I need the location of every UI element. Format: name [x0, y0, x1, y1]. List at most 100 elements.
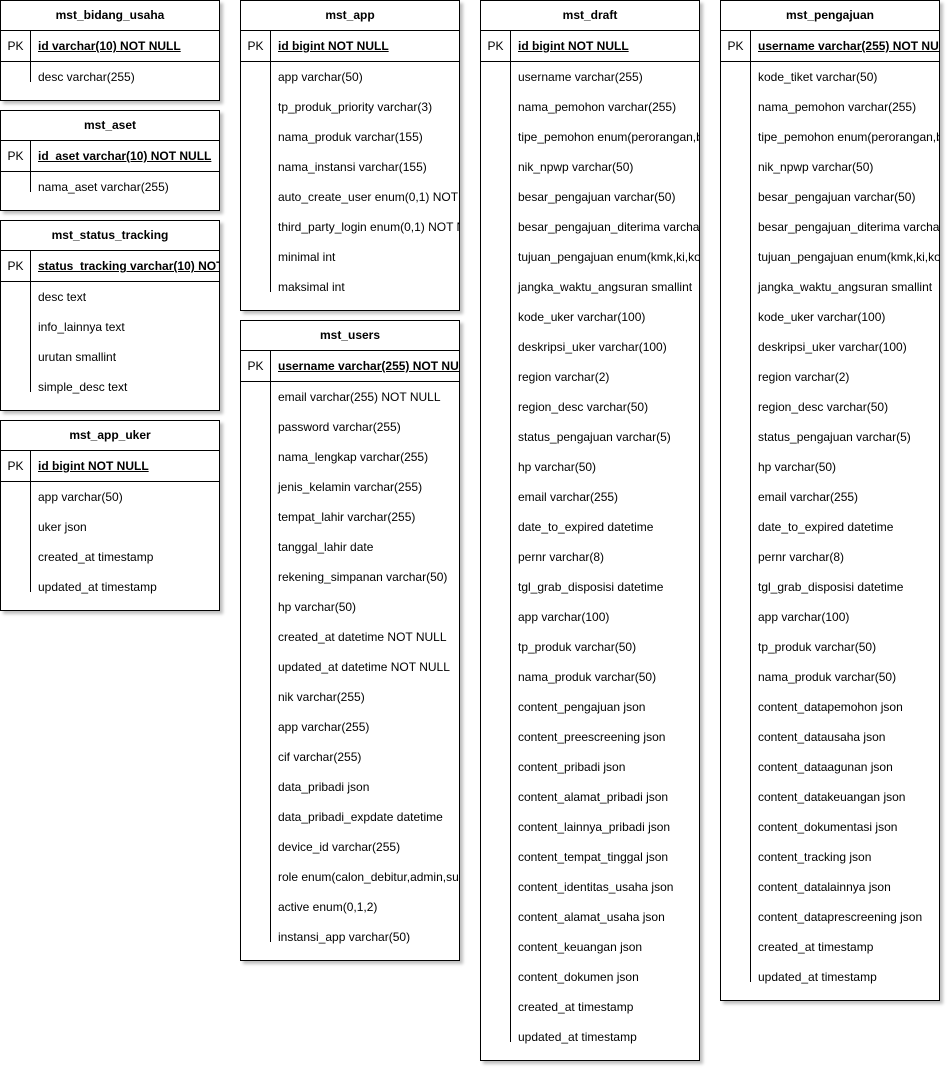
field-list: kode_tiket varchar(50) nama_pemohon varc… [721, 62, 939, 992]
table-mst-pengajuan[interactable]: mst_pengajuan PK username varchar(255) N… [720, 0, 940, 1001]
table-mst-app-uker[interactable]: mst_app_uker PK id bigint NOT NULL app v… [0, 420, 220, 611]
pk-field: status_tracking varchar(10) NOT NULL [38, 259, 219, 273]
pk-field: id bigint NOT NULL [278, 39, 389, 53]
table-title: mst_draft [481, 1, 699, 31]
field: besar_pengajuan_diterima varchar(50) [518, 220, 700, 234]
field: kode_uker varchar(100) [758, 310, 886, 324]
table-title: mst_bidang_usaha [1, 1, 219, 31]
field: nik varchar(255) [278, 690, 365, 704]
field: active enum(0,1,2) [278, 900, 378, 914]
field: region_desc varchar(50) [758, 400, 889, 414]
table-title: mst_app [241, 1, 459, 31]
field: status_pengajuan varchar(5) [518, 430, 671, 444]
field: updated_at timestamp [38, 580, 157, 594]
field: kode_tiket varchar(50) [758, 70, 878, 84]
field: desc varchar(255) [38, 70, 135, 84]
pk-row: PK status_tracking varchar(10) NOT NULL [1, 251, 219, 282]
field: nik_npwp varchar(50) [758, 160, 874, 174]
field: besar_pengajuan varchar(50) [758, 190, 916, 204]
field-list: app varchar(50) uker json created_at tim… [1, 482, 219, 602]
field: content_lainnya_pribadi json [518, 820, 671, 834]
field: maksimal int [278, 280, 345, 294]
field: created_at timestamp [758, 940, 874, 954]
field: tempat_lahir varchar(255) [278, 510, 416, 524]
field: data_pribadi_expdate datetime [278, 810, 443, 824]
field: minimal int [278, 250, 336, 264]
pk-label: PK [1, 31, 31, 61]
field: email varchar(255) [758, 490, 859, 504]
field: content_dokumentasi json [758, 820, 898, 834]
field: email varchar(255) [518, 490, 619, 504]
table-mst-bidang-usaha[interactable]: mst_bidang_usaha PK id varchar(10) NOT N… [0, 0, 220, 101]
field: updated_at datetime NOT NULL [278, 660, 450, 674]
field: hp varchar(50) [278, 600, 357, 614]
field: simple_desc text [38, 380, 128, 394]
field: created_at datetime NOT NULL [278, 630, 447, 644]
table-mst-app[interactable]: mst_app PK id bigint NOT NULL app varcha… [240, 0, 460, 311]
field: nama_produk varchar(50) [518, 670, 657, 684]
pk-field: id_aset varchar(10) NOT NULL [38, 149, 212, 163]
field: app varchar(50) [278, 70, 363, 84]
field: app varchar(50) [38, 490, 123, 504]
field: username varchar(255) [518, 70, 643, 84]
field-list: nama_aset varchar(255) [1, 172, 219, 202]
field: app varchar(100) [518, 610, 610, 624]
field: nama_pemohon varchar(255) [758, 100, 917, 114]
pk-label: PK [241, 31, 271, 61]
pk-row: PK username varchar(255) NOT NULL [241, 351, 459, 382]
field: content_datapemohon json [758, 700, 903, 714]
table-title: mst_app_uker [1, 421, 219, 451]
table-title: mst_aset [1, 111, 219, 141]
field: region_desc varchar(50) [518, 400, 649, 414]
field: nama_pemohon varchar(255) [518, 100, 677, 114]
field: content_pribadi json [518, 760, 626, 774]
field: tgl_grab_disposisi datetime [518, 580, 664, 594]
field: deskripsi_uker varchar(100) [758, 340, 907, 354]
table-mst-aset[interactable]: mst_aset PK id_aset varchar(10) NOT NULL… [0, 110, 220, 211]
field: content_dokumen json [518, 970, 639, 984]
field: content_identitas_usaha json [518, 880, 674, 894]
field: rekening_simpanan varchar(50) [278, 570, 448, 584]
pk-field: id bigint NOT NULL [518, 39, 629, 53]
field: info_lainnya text [38, 320, 125, 334]
field: deskripsi_uker varchar(100) [518, 340, 667, 354]
field: region varchar(2) [518, 370, 610, 384]
field: tanggal_lahir date [278, 540, 374, 554]
pk-row: PK id bigint NOT NULL [241, 31, 459, 62]
field: besar_pengajuan varchar(50) [518, 190, 676, 204]
field: content_dataagunan json [758, 760, 893, 774]
field: content_alamat_pribadi json [518, 790, 669, 804]
field: jangka_waktu_angsuran smallint [518, 280, 693, 294]
field: third_party_login enum(0,1) NOT NULL [278, 220, 459, 234]
field: content_datakeuangan json [758, 790, 906, 804]
field: content_alamat_usaha json [518, 910, 665, 924]
field: tp_produk varchar(50) [518, 640, 637, 654]
pk-row: PK id_aset varchar(10) NOT NULL [1, 141, 219, 172]
field-list: desc varchar(255) [1, 62, 219, 92]
table-mst-status-tracking[interactable]: mst_status_tracking PK status_tracking v… [0, 220, 220, 411]
field: urutan smallint [38, 350, 117, 364]
field: content_pengajuan json [518, 700, 646, 714]
field: nama_produk varchar(155) [278, 130, 423, 144]
field: tp_produk_priority varchar(3) [278, 100, 433, 114]
field: created_at timestamp [38, 550, 154, 564]
field: status_pengajuan varchar(5) [758, 430, 911, 444]
field: data_pribadi json [278, 780, 370, 794]
field: auto_create_user enum(0,1) NOT NULL [278, 190, 459, 204]
table-mst-draft[interactable]: mst_draft PK id bigint NOT NULL username… [480, 0, 700, 1061]
field: nama_aset varchar(255) [38, 180, 169, 194]
field: tipe_pemohon enum(perorangan,badan_usaha… [518, 130, 699, 144]
field: role enum(calon_debitur,admin,super_admi… [278, 870, 459, 884]
field: device_id varchar(255) [278, 840, 401, 854]
field: pernr varchar(8) [758, 550, 845, 564]
field: kode_uker varchar(100) [518, 310, 646, 324]
field: pernr varchar(8) [518, 550, 605, 564]
pk-row: PK id varchar(10) NOT NULL [1, 31, 219, 62]
field: cif varchar(255) [278, 750, 362, 764]
field: content_preescreening json [518, 730, 666, 744]
table-mst-users[interactable]: mst_users PK username varchar(255) NOT N… [240, 320, 460, 961]
field: tgl_grab_disposisi datetime [758, 580, 904, 594]
pk-label: PK [1, 251, 31, 281]
field: tujuan_pengajuan enum(kmk,ki,konsumtif) [518, 250, 699, 264]
field: content_datausaha json [758, 730, 886, 744]
